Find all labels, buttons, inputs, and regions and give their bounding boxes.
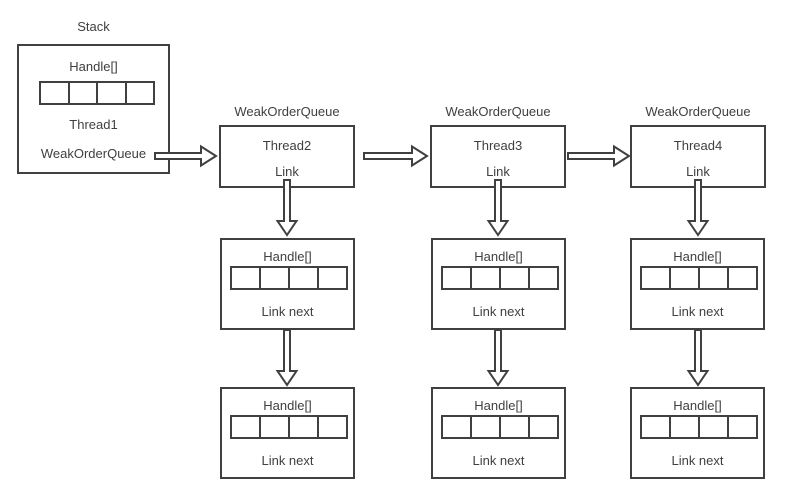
handle-array-cell [259, 268, 288, 288]
arrow-stack-to-queue1 [154, 144, 218, 168]
handle-array-label: Handle[] [474, 249, 523, 264]
queue2-link-node-1: Handle[] Link next [431, 238, 566, 330]
queue2-title: WeakOrderQueue [445, 104, 551, 119]
handle-array-cell [232, 417, 259, 437]
queue2-link-node-2: Handle[] Link next [431, 387, 566, 479]
handle-array-label: Handle[] [263, 249, 312, 264]
link-next-label: Link next [472, 453, 525, 468]
handle-array-label: Handle[] [673, 249, 722, 264]
arrow-queue1-to-queue2 [363, 144, 429, 168]
queue1-link-node-1: Handle[] Link next [220, 238, 355, 330]
queue2-link-label: Link [486, 164, 510, 179]
handle-array [230, 266, 348, 290]
handle-array-cell [317, 268, 346, 288]
queue2-box: Thread3 Link [430, 125, 566, 188]
handle-array-cell [41, 83, 68, 103]
handle-array [640, 415, 758, 439]
handle-array [441, 266, 559, 290]
handle-array-cell [443, 268, 470, 288]
handle-array-cell [470, 417, 499, 437]
handle-array-cell [232, 268, 259, 288]
link-next-label: Link next [671, 453, 724, 468]
queue1-link-node-2: Handle[] Link next [220, 387, 355, 479]
handle-array-cell [288, 268, 317, 288]
handle-array-cell [727, 268, 756, 288]
queue1-box: Thread2 Link [219, 125, 355, 188]
queue3-link-node-2: Handle[] Link next [630, 387, 765, 479]
handle-array-label: Handle[] [474, 398, 523, 413]
handle-array [441, 415, 559, 439]
queue3-thread-label: Thread4 [673, 138, 723, 153]
handle-array-cell [698, 417, 727, 437]
handle-array-cell [259, 417, 288, 437]
queue2-thread-label: Thread3 [473, 138, 523, 153]
handle-array-cell [317, 417, 346, 437]
handle-array-cell [470, 268, 499, 288]
arrow-queue1-to-link1 [275, 179, 299, 237]
handle-array-cell [528, 417, 557, 437]
handle-array-cell [528, 268, 557, 288]
handle-array-label: Handle[] [263, 398, 312, 413]
handle-array-cell [124, 83, 154, 103]
handle-array-cell [727, 417, 756, 437]
handle-array-cell [288, 417, 317, 437]
arrow-queue2-to-link1 [486, 179, 510, 237]
handle-array-cell [669, 268, 698, 288]
queue3-box: Thread4 Link [630, 125, 766, 188]
link-next-label: Link next [472, 304, 525, 319]
link-next-label: Link next [261, 453, 314, 468]
handle-array-label: Handle[] [673, 398, 722, 413]
queue1-thread-label: Thread2 [262, 138, 312, 153]
queue3-link-node-1: Handle[] Link next [630, 238, 765, 330]
handle-array-cell [67, 83, 97, 103]
stack-thread-label: Thread1 [69, 117, 118, 132]
arrow-queue1-link1-to-link2 [275, 329, 299, 387]
handle-array-cell [642, 417, 669, 437]
stack-box: Handle[] Thread1 WeakOrderQueue [17, 44, 170, 174]
handle-array-cell [443, 417, 470, 437]
link-next-label: Link next [671, 304, 724, 319]
handle-array-cell [698, 268, 727, 288]
handle-array-cell [499, 417, 528, 437]
stack-handle-array [39, 81, 155, 105]
arrow-queue2-to-queue3 [567, 144, 631, 168]
queue3-title: WeakOrderQueue [645, 104, 751, 119]
handle-array [640, 266, 758, 290]
queue1-title: WeakOrderQueue [234, 104, 340, 119]
handle-array [230, 415, 348, 439]
stack-weakorderqueue-ref-label: WeakOrderQueue [40, 146, 147, 161]
handle-array-cell [96, 83, 125, 103]
arrow-queue3-link1-to-link2 [686, 329, 710, 387]
queue3-link-label: Link [686, 164, 710, 179]
stack-handle-array-label: Handle[] [69, 59, 118, 74]
handle-array-cell [642, 268, 669, 288]
stack-title: Stack [77, 19, 110, 34]
handle-array-cell [499, 268, 528, 288]
link-next-label: Link next [261, 304, 314, 319]
handle-array-cell [669, 417, 698, 437]
arrow-queue3-to-link1 [686, 179, 710, 237]
arrow-queue2-link1-to-link2 [486, 329, 510, 387]
queue1-link-label: Link [275, 164, 299, 179]
